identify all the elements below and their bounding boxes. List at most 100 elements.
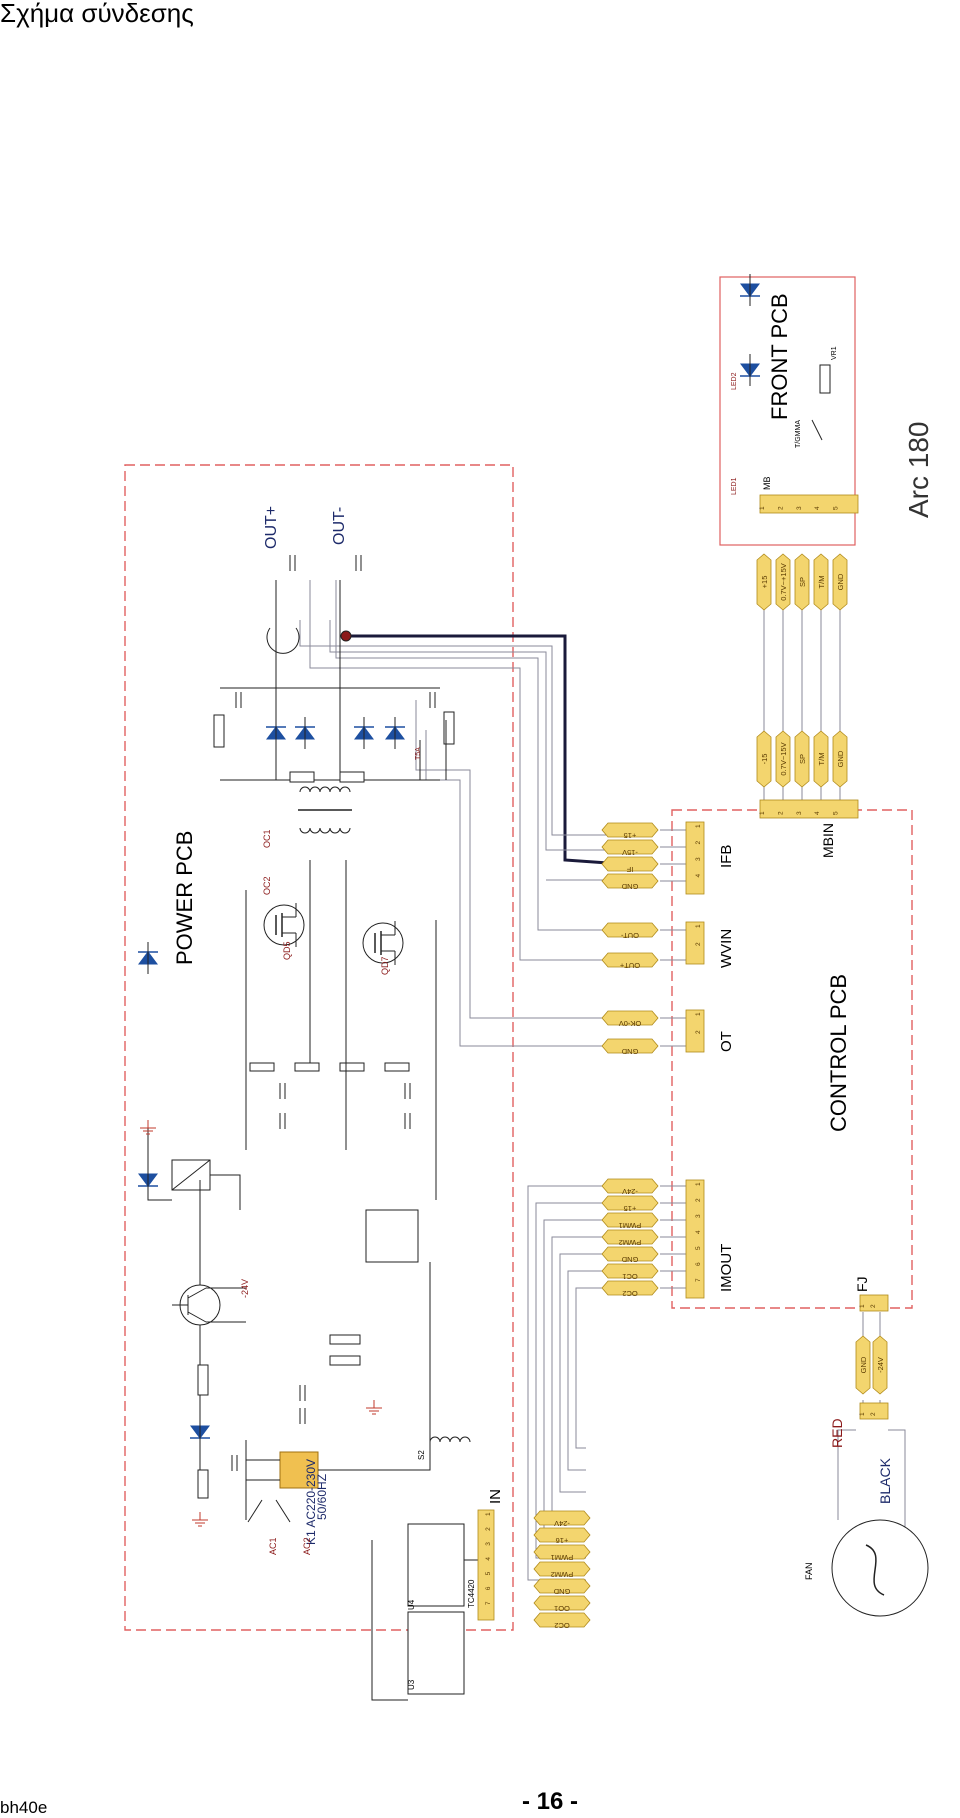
mbin-tag: 0.7V~15V xyxy=(775,730,791,788)
imout-tag: GND xyxy=(601,1246,659,1264)
page-number: - 16 - xyxy=(521,1788,578,1815)
in-header-pin: 1 xyxy=(485,1512,492,1516)
driver-chip-u4 xyxy=(407,1523,465,1607)
mb-tag-shape xyxy=(756,553,772,611)
wvin-tag-shape xyxy=(601,952,659,968)
imout-tag-text: GND xyxy=(621,1255,638,1264)
ot-header: 12 xyxy=(685,1009,705,1053)
mbin-tag: SP xyxy=(794,730,810,788)
in-tag: GND xyxy=(533,1578,591,1596)
in-tag: OO1 xyxy=(533,1595,591,1613)
fj-fan-tag-text: GND xyxy=(859,1356,868,1373)
mbin-tag-shape xyxy=(832,730,848,788)
power-pcb-outline xyxy=(124,464,514,1631)
fj-fan-tag-text: -24V xyxy=(876,1357,885,1373)
ot-tag-text: GND xyxy=(621,1047,638,1056)
wvin-header-body xyxy=(685,921,705,965)
vr1-potentiometer xyxy=(819,364,831,394)
control-pcb-outline xyxy=(671,809,913,1309)
mbin-tag-shape xyxy=(794,730,810,788)
t5a-label: T5A xyxy=(415,747,422,760)
ground-symbol xyxy=(140,1120,156,1135)
ifb-tag: IF xyxy=(601,856,659,874)
product-name: Arc 180 xyxy=(903,422,934,519)
fan-blade xyxy=(865,1544,885,1596)
in-header-pin: 5 xyxy=(485,1571,492,1575)
mb-header-pin: 4 xyxy=(814,506,821,510)
ot-tag-text: OK-0V xyxy=(619,1019,642,1028)
in-tag: PWM2 xyxy=(533,1561,591,1579)
wvin-tag: OUT- xyxy=(601,922,659,940)
ifb-header-pin: 4 xyxy=(695,874,702,878)
fan-red-wire xyxy=(837,1429,856,1520)
mbin-header-pin: 3 xyxy=(796,811,803,815)
imout-header-pin: 7 xyxy=(695,1278,702,1282)
imout-header-pin: 2 xyxy=(695,1198,702,1202)
wiring xyxy=(299,560,906,1581)
ac1-label: AC1 xyxy=(268,1537,278,1555)
transformer-winding xyxy=(309,827,321,834)
ot-header-pin: 1 xyxy=(695,1012,702,1016)
chip-label: TC4420 xyxy=(467,1579,476,1608)
power-components xyxy=(138,274,929,1701)
ot-tag-shape xyxy=(601,1010,659,1026)
fan-red-label: RED xyxy=(829,1418,845,1448)
transformer-winding xyxy=(319,827,331,834)
led2-diode xyxy=(740,274,760,306)
ground-symbol xyxy=(192,1512,208,1527)
mbin-tag: -15 xyxy=(756,730,772,788)
fan-header-pin: 2 xyxy=(870,1412,877,1416)
fj-header-pin: 2 xyxy=(870,1304,877,1308)
in-header-pin: 3 xyxy=(485,1542,492,1546)
imout-header-pin: 1 xyxy=(695,1182,702,1186)
imout-tag-shape xyxy=(601,1263,659,1279)
mbin-tag-shape xyxy=(813,730,829,788)
mb-tag-shape xyxy=(794,553,810,611)
in-tag-text: PWM1 xyxy=(551,1553,574,1562)
in-header-pin: 2 xyxy=(485,1527,492,1531)
ifb-tag-shape xyxy=(601,873,659,889)
u4-label: U4 xyxy=(407,1599,416,1610)
imout-tag-text: PWM1 xyxy=(619,1221,642,1230)
in-header-body xyxy=(477,1509,495,1621)
mb-header-pin: 2 xyxy=(777,506,784,510)
mbin-header-pin: 5 xyxy=(833,811,840,815)
feedback-wire xyxy=(346,634,609,865)
fj-label: FJ xyxy=(854,1276,870,1292)
fan-black-label: BLACK xyxy=(877,1457,893,1504)
imout-tag-text: OC2 xyxy=(622,1289,637,1298)
ifb-tag: GND xyxy=(601,873,659,891)
mbin-header-pin: 2 xyxy=(777,811,784,815)
driver-winding xyxy=(449,1436,461,1443)
imout-tag: +15 xyxy=(601,1195,659,1213)
mb-tag: +15 xyxy=(756,553,772,611)
mbin-tag-shape xyxy=(756,730,772,788)
bias-transistor-leads xyxy=(172,1287,207,1323)
wvin-tag: OUT+ xyxy=(601,952,659,970)
in-tag-text: OO1 xyxy=(554,1604,570,1613)
bulk-cap xyxy=(279,1113,286,1129)
snubber-resistor xyxy=(443,711,455,745)
wvin-tag-text: OUT- xyxy=(621,931,639,940)
snubber-cap xyxy=(429,692,436,708)
out-minus-terminal xyxy=(340,630,352,642)
in-tag-text: OC2 xyxy=(554,1621,569,1630)
mb-label: MB xyxy=(762,477,772,491)
in-tag-shape xyxy=(533,1510,591,1526)
fan xyxy=(831,1519,929,1617)
fj-header-body xyxy=(859,1294,889,1312)
rectifier-diode xyxy=(385,717,405,749)
ot-tag: GND xyxy=(601,1038,659,1056)
ifb-tag-text: +15 xyxy=(624,831,637,840)
wvin-tag-text: OUT+ xyxy=(619,961,640,970)
imout-tag-shape xyxy=(601,1246,659,1262)
mb-tag-text: +15 xyxy=(760,576,769,589)
imout-label: IMOUT xyxy=(718,1244,735,1292)
fj-fan-tag: GND xyxy=(855,1335,871,1395)
ifb-tag-shape xyxy=(601,822,659,838)
output-cap xyxy=(355,555,362,571)
out-plus-label: OUT+ xyxy=(263,506,280,549)
imout-tag-shape xyxy=(601,1280,659,1296)
